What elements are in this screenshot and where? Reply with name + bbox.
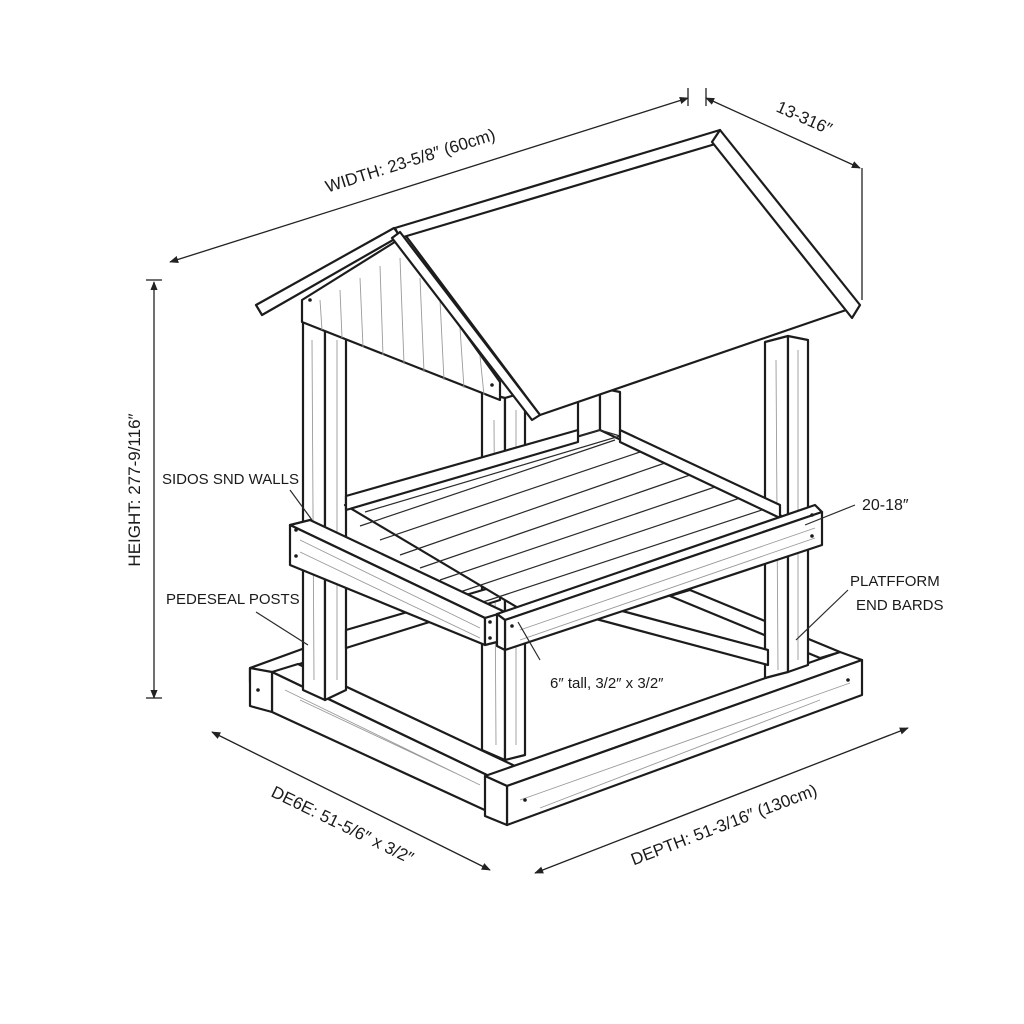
depth-label: DEPTH: 51-3/16″ (130cm)	[628, 781, 819, 870]
platform-height-label: 20-18″	[862, 497, 909, 514]
post-size-label: 6″ tall, 3/2″ x 3/2″	[550, 675, 664, 692]
platform-end-label-line2: END BARDS	[856, 597, 944, 614]
platform	[288, 428, 824, 652]
height-label: HEIGHT: 277-9/116″	[125, 413, 144, 566]
sides-walls-label: SIDOS SND WALLS	[162, 471, 299, 488]
platform-end-label-line1: PLATFFORM	[850, 573, 940, 590]
base-depth-label: DE6E: 51-5/6″ x 3/2″	[268, 782, 416, 867]
dimension-lines	[146, 88, 909, 874]
pedestal-posts-label: PEDESEAL POSTS	[166, 591, 300, 608]
